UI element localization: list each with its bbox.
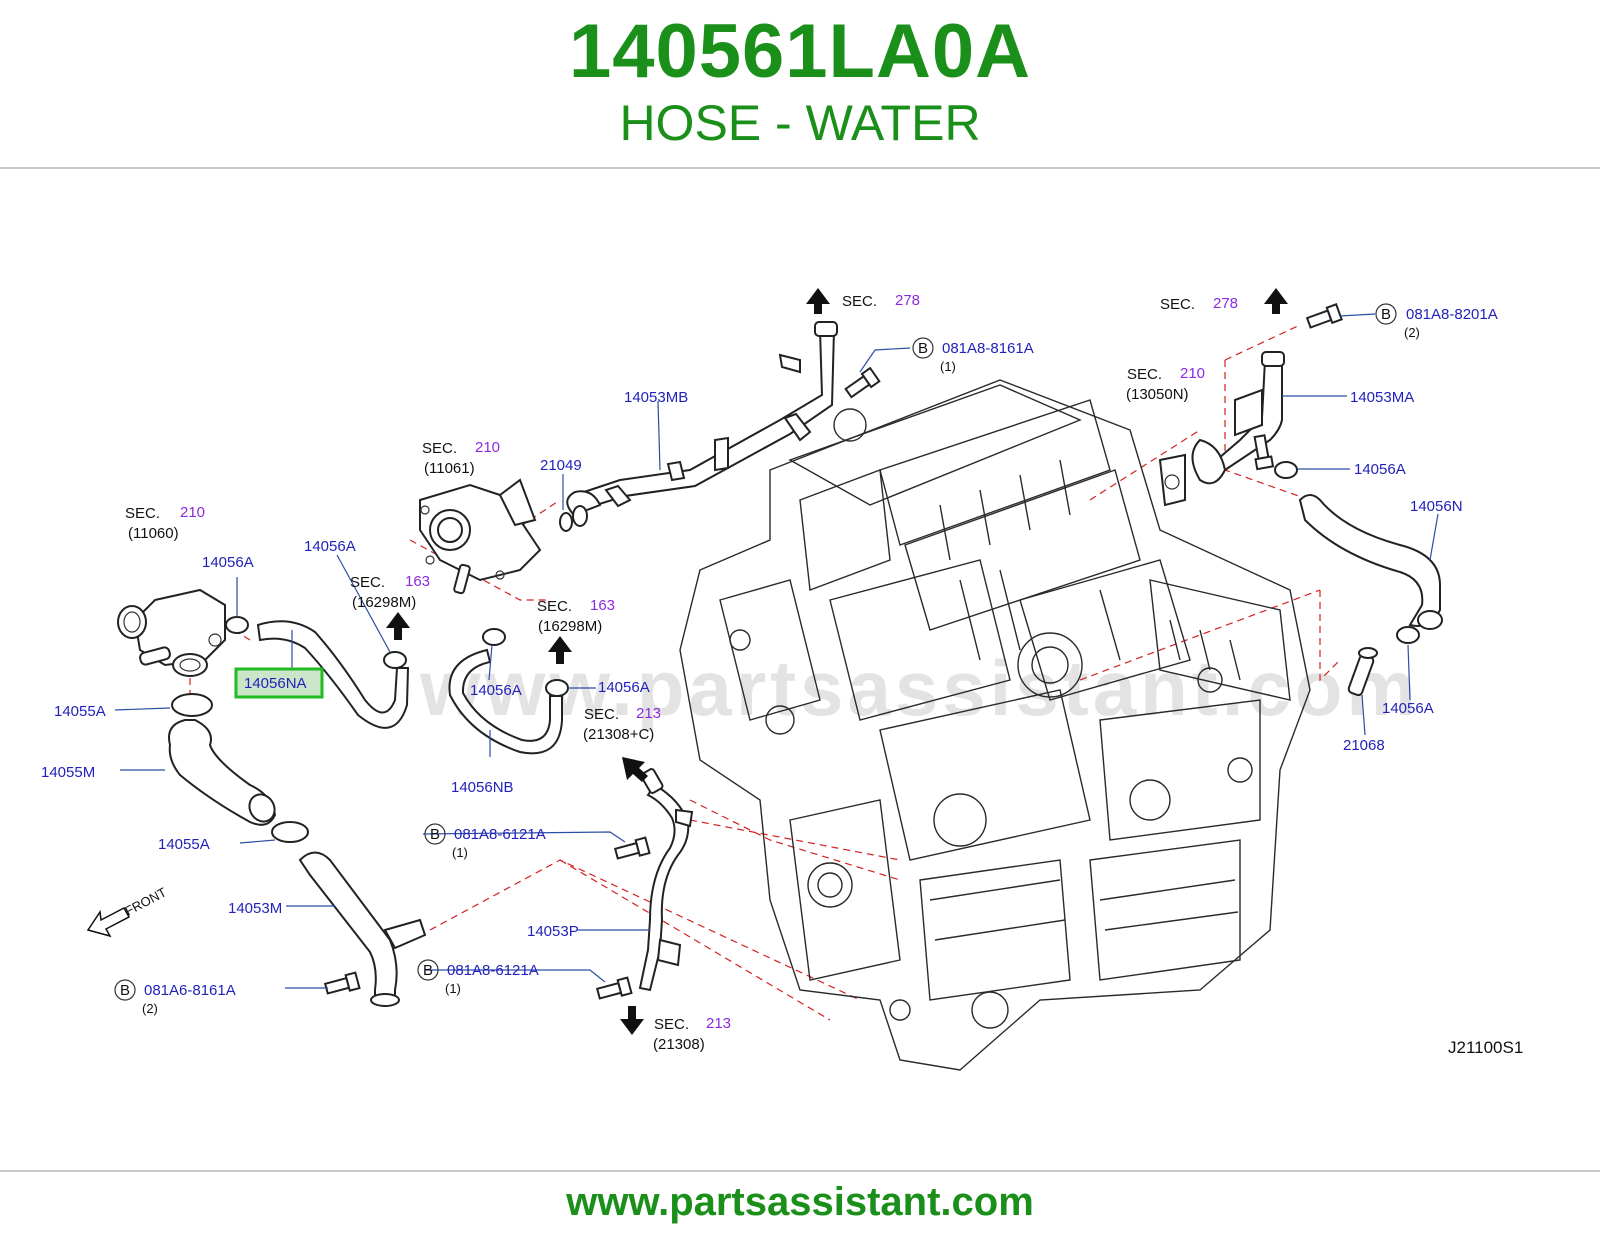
hose-clamps bbox=[171, 461, 1420, 843]
sec-278-left-word: SEC. bbox=[842, 293, 877, 310]
sec-210-13050N-num: 210 bbox=[1180, 365, 1205, 382]
arrow-up-sec-163-b bbox=[548, 636, 572, 664]
sec-163-b-word: SEC. bbox=[537, 598, 572, 615]
water-inlet-housing-11061 bbox=[419, 478, 542, 595]
sec-278-left-num: 278 bbox=[895, 292, 920, 309]
footer-website[interactable]: www.partsassistant.com bbox=[566, 1180, 1034, 1224]
bolt-b2-letter: B bbox=[1381, 306, 1391, 323]
sec-210-13050N-sub: (13050N) bbox=[1126, 386, 1189, 403]
label-14055A-top: 14055A bbox=[54, 703, 106, 720]
sec-163-a-word: SEC. bbox=[350, 574, 385, 591]
bolt-callout-circles bbox=[114, 303, 1397, 1001]
bolt-b3-code: 081A8-6121A bbox=[454, 826, 546, 843]
sec-210-11060-num: 210 bbox=[180, 504, 205, 521]
bolt-b1-letter: B bbox=[918, 340, 928, 357]
sec-210-11061-sub: (11061) bbox=[424, 460, 475, 477]
bolt-b5-qty: (2) bbox=[142, 1001, 158, 1016]
bolt-b4-qty: (1) bbox=[445, 981, 461, 996]
sec-213-top-num: 213 bbox=[636, 705, 661, 722]
arrow-sec-213-top bbox=[622, 757, 648, 782]
label-14053MA: 14053MA bbox=[1350, 389, 1414, 406]
sec-210-11061-word: SEC. bbox=[422, 440, 457, 457]
label-14056A-center: 14056A bbox=[598, 679, 650, 696]
pipe-14053M bbox=[298, 851, 427, 1007]
label-14056N: 14056N bbox=[1410, 498, 1463, 515]
sec-278-right-word: SEC. bbox=[1160, 296, 1195, 313]
arrow-up-sec-278-right bbox=[1264, 288, 1288, 314]
part-description: HOSE - WATER bbox=[619, 95, 981, 151]
bolt-b3-qty: (1) bbox=[452, 845, 468, 860]
bolt-b1-qty: (1) bbox=[940, 359, 956, 374]
bolt-b5-code: 081A6-8161A bbox=[144, 982, 236, 999]
gasket-13050N bbox=[1158, 453, 1186, 507]
sec-213-top-sub: (21308+C) bbox=[583, 726, 654, 743]
bolt-b5-letter: B bbox=[120, 982, 130, 999]
label-21049: 21049 bbox=[540, 457, 582, 474]
front-label: FRONT bbox=[122, 884, 169, 918]
sec-210-11060-sub: (11060) bbox=[128, 525, 179, 542]
label-14056NB: 14056NB bbox=[451, 779, 514, 796]
pipe-14053MA bbox=[1191, 351, 1285, 485]
engine-block bbox=[679, 379, 1311, 1071]
bolts bbox=[323, 303, 1343, 1000]
label-14056A-left: 14056A bbox=[304, 538, 356, 555]
arrow-down-sec-213-bottom bbox=[620, 1006, 644, 1035]
assembly-dashed-lines bbox=[189, 324, 1341, 1021]
sec-163-a-sub: (16298M) bbox=[352, 594, 416, 611]
sec-278-right-num: 278 bbox=[1213, 295, 1238, 312]
label-14056A-mid: 14056A bbox=[470, 682, 522, 699]
hose-14056NB bbox=[448, 648, 563, 755]
sec-163-b-num: 163 bbox=[590, 597, 615, 614]
sec-163-b-sub: (16298M) bbox=[538, 618, 602, 635]
label-14053P: 14053P bbox=[527, 923, 579, 940]
label-14056A-top: 14056A bbox=[202, 554, 254, 571]
sec-210-13050N-word: SEC. bbox=[1127, 366, 1162, 383]
label-14053MB: 14053MB bbox=[624, 389, 688, 406]
header-divider bbox=[0, 167, 1600, 169]
sec-213-bottom-num: 213 bbox=[706, 1015, 731, 1032]
sec-213-top-word: SEC. bbox=[584, 706, 619, 723]
label-14055A-bottom: 14055A bbox=[158, 836, 210, 853]
footer-divider bbox=[0, 1170, 1600, 1172]
page-header: 140561LA0A HOSE - WATER bbox=[0, 0, 1600, 168]
bolt-b4-letter: B bbox=[423, 962, 433, 979]
front-arrow-icon bbox=[86, 906, 131, 938]
label-14056NA-highlighted: 14056NA bbox=[244, 675, 307, 692]
figure-code: J21100S1 bbox=[1448, 1038, 1523, 1057]
label-14055M: 14055M bbox=[41, 764, 95, 781]
bolt-b2-code: 081A8-8201A bbox=[1406, 306, 1498, 323]
sec-210-11060-word: SEC. bbox=[125, 505, 160, 522]
bolt-b3-letter: B bbox=[430, 826, 440, 843]
arrow-up-sec-163-a bbox=[386, 612, 410, 640]
bolt-b2-qty: (2) bbox=[1404, 325, 1420, 340]
hose-14056NA bbox=[256, 620, 410, 729]
sec-213-bottom-sub: (21308) bbox=[653, 1036, 705, 1053]
o-ring-21049 bbox=[559, 505, 588, 532]
bolt-b1-code: 081A8-8161A bbox=[942, 340, 1034, 357]
part-number-title: 140561LA0A bbox=[568, 9, 1032, 94]
hose-14056N bbox=[1298, 494, 1443, 630]
highlighted-part-box bbox=[234, 667, 324, 699]
label-14056A-right-top: 14056A bbox=[1354, 461, 1406, 478]
label-14056A-right-bottom: 14056A bbox=[1382, 700, 1434, 717]
pipe-14053P bbox=[638, 768, 694, 992]
label-14053M: 14053M bbox=[228, 900, 282, 917]
sec-213-bottom-word: SEC. bbox=[654, 1016, 689, 1033]
sec-210-11061-num: 210 bbox=[475, 439, 500, 456]
direction-arrows bbox=[86, 288, 1288, 1035]
hose-14055M bbox=[168, 719, 277, 826]
pipe-14053MB bbox=[566, 321, 838, 517]
leader-lines bbox=[114, 313, 1439, 989]
bolt-b4-code: 081A8-6121A bbox=[447, 962, 539, 979]
thermostat-housing-11060 bbox=[117, 588, 226, 677]
label-21068: 21068 bbox=[1343, 737, 1385, 754]
connector-21068 bbox=[1347, 647, 1378, 697]
sec-163-a-num: 163 bbox=[405, 573, 430, 590]
arrow-up-sec-278-left bbox=[806, 288, 830, 314]
